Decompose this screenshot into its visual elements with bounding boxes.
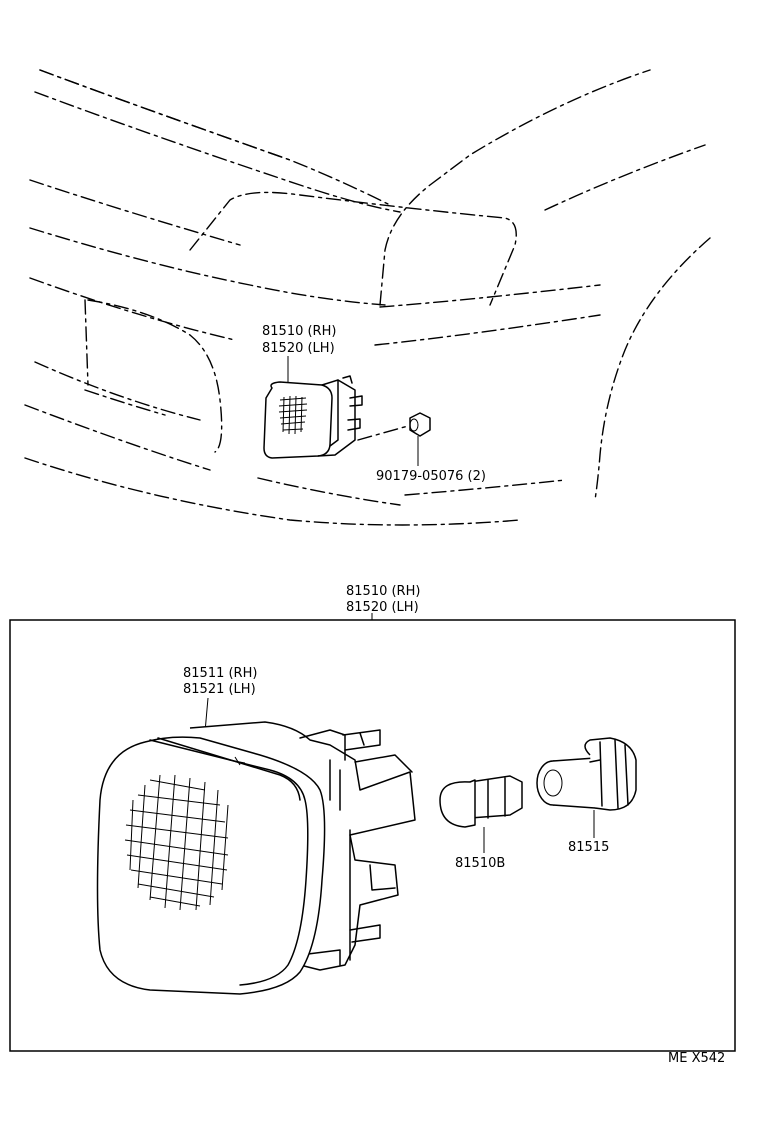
side-marker-lamp-installed	[263, 356, 363, 459]
top-lamp-label-rh: 81510 (RH)	[262, 324, 336, 339]
side-marker-lamp-assembly	[96, 721, 416, 995]
lens-grid-pattern	[124, 774, 229, 911]
diagram-code: ME X542	[668, 1051, 725, 1066]
exploded-view-frame	[9, 619, 736, 1052]
lens-label-rh: 81511 (RH)	[183, 666, 257, 681]
screw-top-view	[357, 412, 431, 466]
top-lamp-label-lh: 81520 (LH)	[262, 341, 335, 356]
screw-part-label: 90179-05076 (2)	[376, 469, 486, 484]
wedge-bulb	[439, 775, 523, 853]
assembly-label-lh: 81520 (LH)	[346, 600, 419, 615]
socket-part-label: 81515	[568, 840, 609, 855]
bulb-socket	[536, 737, 637, 838]
lens-label-lh: 81521 (LH)	[183, 682, 256, 697]
vehicle-body-outline	[24, 69, 711, 526]
assembly-label-rh: 81510 (RH)	[346, 584, 420, 599]
small-lens-grid	[278, 395, 308, 435]
bulb-part-label: 81510B	[455, 856, 505, 871]
